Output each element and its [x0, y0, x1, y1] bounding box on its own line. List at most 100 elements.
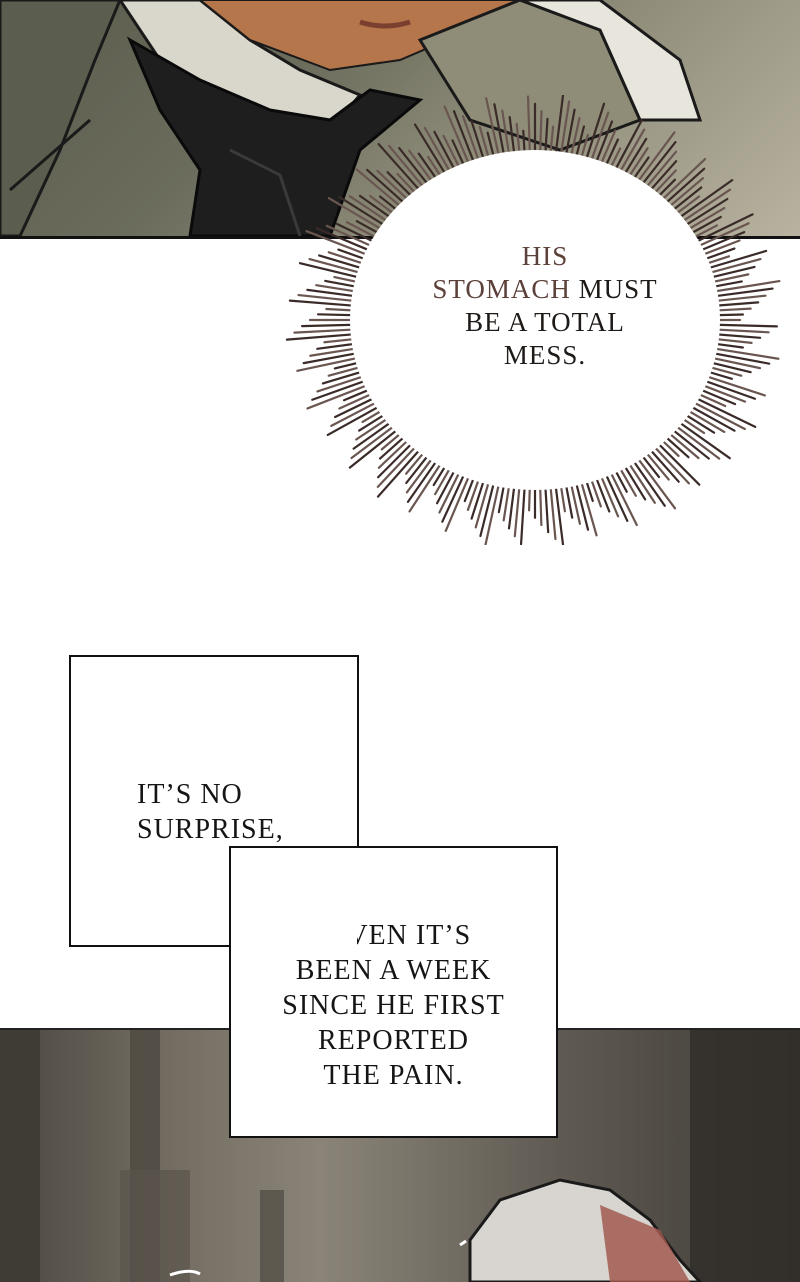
burst-spike [701, 384, 747, 403]
burst-spike [369, 194, 396, 216]
thought-bubble-text: HIS STOMACH MUST BE A TOTAL MESS. [395, 240, 695, 372]
burst-spike [327, 197, 389, 234]
burst-spike [433, 130, 456, 171]
burst-spike [366, 168, 406, 205]
room-interior-art [0, 1030, 800, 1282]
burst-spike [315, 227, 371, 252]
burst-spike [711, 273, 750, 284]
caption-1-line-1: IT’S NO [137, 779, 243, 810]
burst-spike [590, 111, 610, 162]
caption-2-line-4: REPORTED [318, 1025, 469, 1056]
burst-spike [714, 287, 774, 298]
caption-1-line-2: SURPRISE, [137, 814, 284, 845]
burst-spike [553, 95, 565, 161]
burst-spike [405, 454, 430, 485]
burst-spike [398, 146, 430, 186]
burst-spike [474, 475, 492, 529]
thought-line-4: MESS. [503, 340, 587, 370]
burst-spike [408, 462, 443, 513]
burst-spike [694, 213, 754, 243]
burst-spike [632, 459, 666, 507]
burst-spike [306, 288, 362, 299]
thought-line-3: BE A TOTAL [465, 307, 625, 337]
burst-spike [656, 178, 677, 198]
burst-spike [544, 486, 550, 534]
burst-spike [711, 356, 762, 370]
burst-spike [316, 375, 365, 393]
burst-spike [709, 323, 779, 328]
burst-spike [396, 172, 417, 195]
burst-spike [311, 377, 373, 401]
burst-spike [355, 168, 407, 212]
burst-spike [678, 421, 731, 460]
burst-spike [348, 424, 404, 469]
bottom-panel-illustration [0, 1028, 800, 1282]
burst-spike [427, 155, 443, 178]
burst-spike [508, 115, 516, 155]
burst-spike [527, 486, 531, 512]
burst-spike [697, 377, 757, 400]
burst-spike [679, 197, 729, 230]
burst-spike [667, 177, 705, 208]
burst-spike [706, 249, 768, 270]
caption-merge-patch [231, 848, 357, 945]
burst-spike [684, 402, 736, 432]
burst-spike [714, 342, 744, 349]
burst-spike [544, 117, 549, 154]
burst-spike [302, 351, 364, 365]
burst-spike [618, 466, 637, 497]
burst-spike [315, 284, 357, 293]
burst-spike [338, 195, 386, 227]
burst-spike [423, 126, 454, 178]
burst-spike [387, 144, 429, 193]
thought-line-1: HIS [521, 241, 569, 271]
burst-spike [607, 466, 638, 527]
burst-spike [345, 221, 378, 239]
burst-spike [687, 409, 726, 434]
caption-2-line-2: BEEN A WEEK [295, 955, 492, 986]
burst-spike [578, 475, 598, 537]
burst-spike [645, 150, 678, 189]
burst-spike [305, 230, 374, 259]
burst-spike [706, 370, 733, 380]
burst-spike [583, 102, 606, 166]
burst-spike [513, 480, 522, 538]
burst-spike [707, 279, 781, 294]
burst-spike [660, 167, 706, 209]
burst-spike [701, 239, 741, 256]
burst-spike [484, 483, 500, 545]
character-chest-art [0, 0, 703, 236]
burst-spike [632, 156, 650, 181]
burst-spike [645, 451, 670, 481]
burst-spike [575, 481, 590, 531]
burst-spike [611, 119, 643, 176]
top-panel-illustration [0, 0, 800, 239]
burst-spike [559, 484, 566, 513]
burst-spike [470, 120, 485, 161]
burst-spike [604, 473, 629, 522]
burst-spike [330, 401, 378, 427]
burst-spike [666, 424, 710, 460]
burst-spike [342, 388, 371, 402]
burst-spike [604, 138, 620, 167]
burst-spike [715, 307, 752, 312]
burst-spike [548, 480, 557, 541]
burst-center [350, 150, 720, 490]
burst-spike [298, 262, 361, 279]
burst-spike [590, 478, 602, 508]
burst-spike [667, 432, 700, 460]
burst-spike [715, 328, 770, 334]
burst-spike [376, 444, 425, 498]
burst-spike [378, 435, 406, 460]
burst-spike [333, 361, 361, 370]
burst-spike [693, 230, 746, 254]
burst-spike [300, 323, 361, 328]
burst-spike [309, 347, 357, 357]
burst-spike [376, 445, 417, 488]
burst-spike [637, 141, 677, 191]
burst-spike [358, 413, 386, 432]
burst-spike [485, 97, 500, 157]
burst-spike [461, 115, 482, 168]
burst-spike [687, 206, 726, 231]
burst-spike [438, 466, 463, 514]
